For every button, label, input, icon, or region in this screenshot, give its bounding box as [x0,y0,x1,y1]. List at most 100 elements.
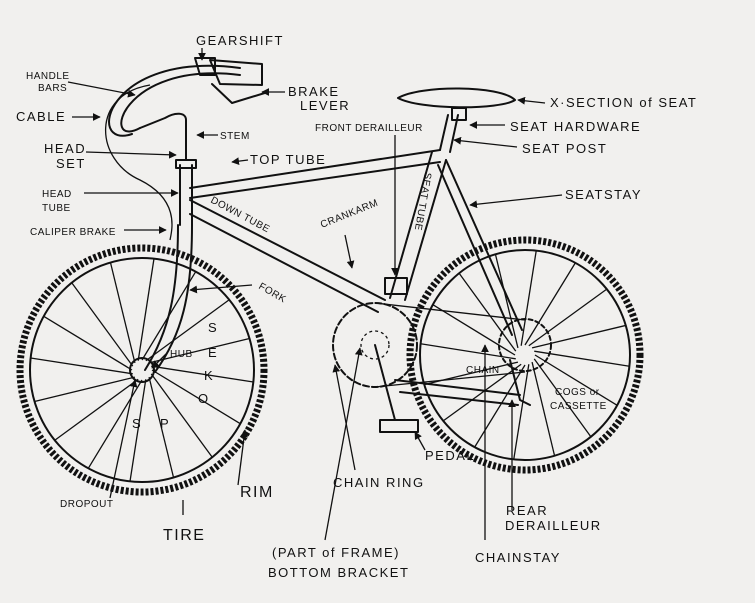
front-derailleur [384,277,408,295]
brake-lever [209,59,269,104]
spoke [54,378,139,441]
label-cogs: COGS or [555,387,600,398]
spoke [43,315,133,371]
rear-spokes [420,250,630,460]
spoke [87,379,143,469]
bottom-bracket [360,330,390,360]
front-spokes [30,258,254,482]
label-handle-bars: HANDLE [26,71,70,82]
fork [144,224,193,373]
spoke [137,258,155,361]
pedal [379,419,419,433]
label-spokes-o: O [198,391,210,406]
labels: GEARSHIFT HANDLE BARS CABLE BRAKE LEVER … [16,33,697,580]
cassette [498,318,552,372]
label-spokes-s2: S [132,416,142,431]
label-rear-derailleur: REAR [506,503,548,518]
spoke [534,354,618,406]
label-head-tube-2: TUBE [42,203,71,214]
label-chainstay: CHAINSTAY [475,550,561,565]
down-tube [189,199,386,313]
label-dropout: DROPOUT [60,499,114,510]
gearshift [194,57,216,76]
label-fork: FORK [257,281,288,305]
handlebars [108,65,241,137]
label-handle-bars-2: BARS [38,83,67,94]
stem [139,112,187,161]
label-brake-lever-2: LEVER [300,98,350,113]
label-seat-post: SEAT POST [522,141,607,156]
label-seat-tube: SEAT TUBE [412,171,433,231]
spoke [151,365,254,383]
label-spokes-p: P [160,416,170,431]
label-cable: CABLE [16,109,66,124]
spoke [420,343,516,360]
spoke [494,254,519,349]
leader-lines [67,48,563,541]
rear-derailleur [509,359,531,406]
label-bottom-bracket: BOTTOM BRACKET [268,565,409,580]
front-wheel [16,244,268,496]
seatstay [437,159,523,336]
spoke [531,324,626,349]
seat-post [439,114,459,153]
label-head-tube: HEAD [42,189,72,200]
spoke [520,250,537,346]
spoke [513,364,530,460]
label-cassette: CASSETTE [550,401,607,412]
label-stem: STEM [220,131,250,142]
spoke [531,361,556,456]
rear-rim [419,249,631,461]
rear-wheel [406,236,644,474]
label-caliper-brake: CALIPER BRAKE [30,227,116,238]
seat-hardware [451,107,467,121]
label-seatstay: SEATSTAY [565,187,642,202]
front-tire [16,244,268,496]
cable [104,84,173,241]
frame [104,57,531,433]
chain [374,302,526,388]
spoke [528,288,608,347]
head-tube [179,164,193,226]
spoke [148,376,175,478]
label-front-derailleur: FRONT DERAILLEUR [315,123,423,134]
front-hub [129,357,155,383]
label-brake-lever: BRAKE [288,84,340,99]
label-part-of-frame: (PART of FRAME) [272,545,400,560]
spoke [109,262,136,364]
rear-tire [406,236,644,474]
spoke [432,304,516,356]
spoke [524,262,576,346]
spoke [145,299,230,362]
label-chain-ring: CHAIN RING [333,475,425,490]
spoke [129,379,147,482]
top-tube [189,149,441,199]
label-top-tube: TOP TUBE [250,152,326,167]
label-head-set: HEAD [44,141,86,156]
spoke [474,364,526,448]
label-spokes-e: E [208,345,218,360]
spoke [151,369,241,425]
label-chain: CHAIN [466,365,500,376]
label-rim: RIM [240,484,274,501]
spoke [458,272,517,352]
label-hub: HUB [170,349,193,360]
label-crankarm: CRANKARM [319,198,380,231]
label-head-set-2: SET [56,156,86,171]
label-rear-derailleur-2: DERAILLEUR [505,518,602,533]
label-spokes-s1: S [208,320,218,335]
label-pedal: PEDAL [425,448,475,463]
label-spokes-k: K [204,368,214,383]
label-gearshift: GEARSHIFT [196,33,284,48]
spoke [150,373,213,458]
label-seat-section: X·SECTION of SEAT [550,95,697,110]
saddle [397,87,516,109]
spoke [34,376,136,403]
spoke [533,358,592,438]
headset [175,159,197,169]
spoke [148,337,250,364]
label-seat-hardware: SEAT HARDWARE [510,119,641,134]
label-tire: TIRE [163,527,205,544]
